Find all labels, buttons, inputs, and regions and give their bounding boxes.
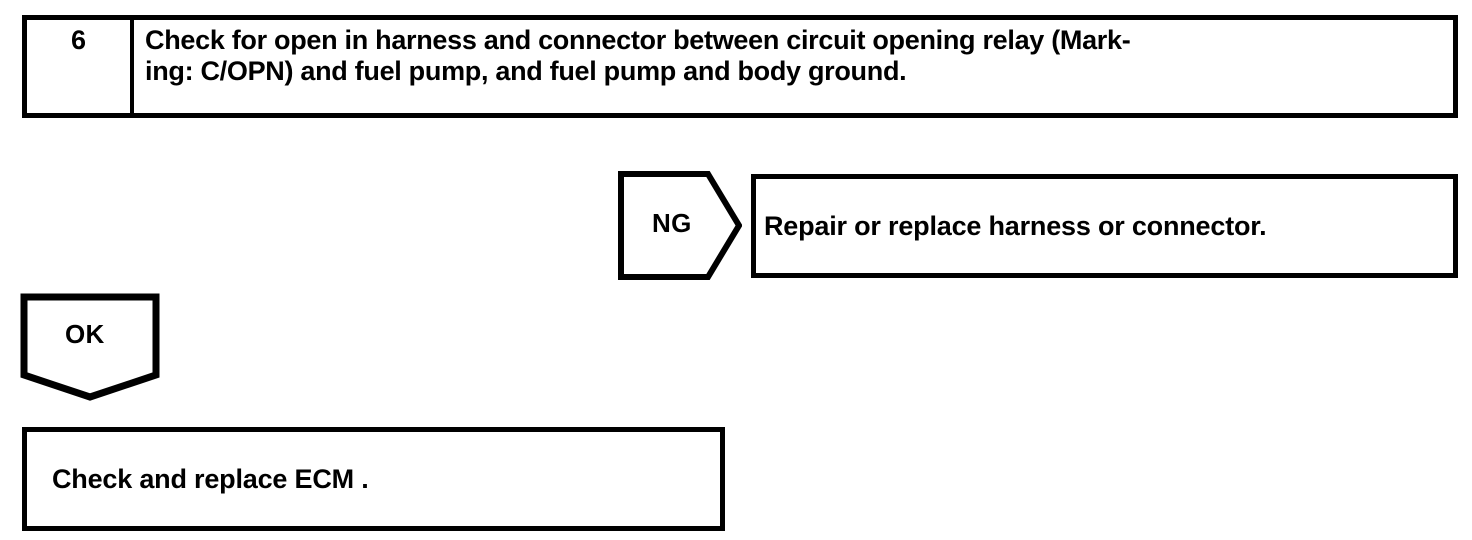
ecm-result-text: Check and replace ECM . (52, 463, 369, 494)
ng-branch-arrow (618, 171, 742, 280)
ng-branch-label: NG (652, 208, 692, 238)
step-number: 6 (70, 25, 87, 55)
step-instruction-text: Check for open in harness and connector … (145, 25, 1131, 86)
ok-branch-label: OK (65, 319, 105, 349)
ecm-result-box: Check and replace ECM . (22, 427, 725, 531)
ng-arrow-shape (618, 171, 742, 280)
ok-arrow-shape (20, 293, 160, 401)
ok-branch-arrow (20, 293, 160, 401)
step-table: 6 Check for open in harness and connecto… (22, 15, 1458, 118)
repair-result-box: Repair or replace harness or connector. (751, 174, 1458, 278)
step-instruction-cell: Check for open in harness and connector … (134, 20, 1453, 113)
repair-result-text: Repair or replace harness or connector. (764, 210, 1267, 241)
step-number-cell: 6 (27, 20, 134, 113)
